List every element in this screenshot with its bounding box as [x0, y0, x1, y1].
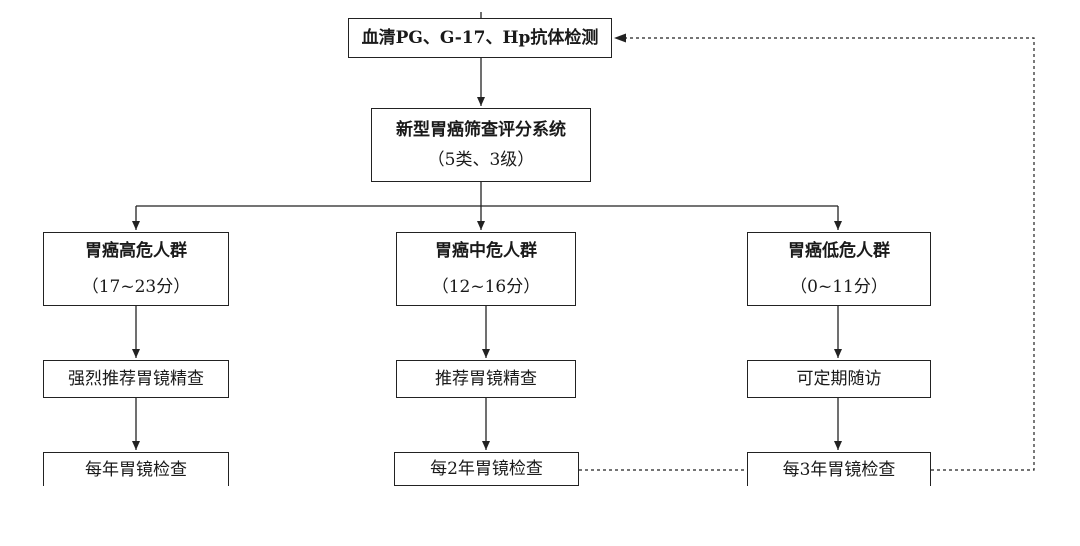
low-risk-action-box: 可定期随访	[747, 360, 931, 398]
high-risk-action-box: 强烈推荐胃镜精查	[43, 360, 229, 398]
mid-risk-action: 推荐胃镜精查	[435, 369, 537, 389]
high-risk-title: 胃癌高危人群	[85, 241, 187, 261]
low-risk-title: 胃癌低危人群	[788, 241, 890, 261]
high-risk-followup-box: 每年胃镜检查	[43, 452, 229, 486]
dashed-feedback-loop	[626, 37, 1035, 471]
mid-risk-score: （12~16分）	[431, 277, 541, 297]
high-risk-score: （17~23分）	[81, 277, 191, 297]
scoring-system-subtitle: （5类、3级）	[427, 150, 535, 170]
low-risk-action: 可定期随访	[796, 369, 882, 389]
serum-test-label: 血清PG、G-17、Hp抗体检测	[361, 28, 599, 48]
high-risk-box: 胃癌高危人群 （17~23分）	[43, 232, 229, 306]
scoring-system-title: 新型胃癌筛查评分系统	[396, 120, 566, 140]
dashed-loop-arrowhead	[614, 33, 626, 43]
mid-risk-title: 胃癌中危人群	[435, 241, 537, 261]
mid-risk-followup-box: 每2年胃镜检查	[394, 452, 579, 486]
low-risk-followup-box: 每3年胃镜检查	[747, 452, 931, 486]
low-risk-followup: 每3年胃镜检查	[782, 459, 896, 480]
mid-risk-box: 胃癌中危人群 （12~16分）	[396, 232, 576, 306]
scoring-system-box: 新型胃癌筛查评分系统 （5类、3级）	[371, 108, 591, 182]
mid-risk-followup: 每2年胃镜检查	[430, 459, 543, 479]
mid-risk-action-box: 推荐胃镜精查	[396, 360, 576, 398]
serum-test-box: 血清PG、G-17、Hp抗体检测	[348, 18, 612, 58]
high-risk-followup: 每年胃镜检查	[85, 459, 187, 480]
high-risk-action: 强烈推荐胃镜精查	[68, 369, 204, 389]
low-risk-score: （0~11分）	[790, 277, 888, 297]
low-risk-box: 胃癌低危人群 （0~11分）	[747, 232, 931, 306]
